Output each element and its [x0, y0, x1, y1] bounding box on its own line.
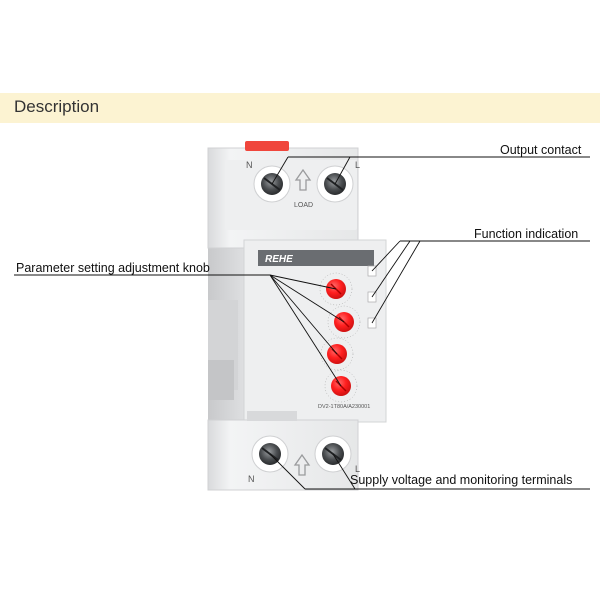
section-title: Description [14, 97, 100, 116]
terminal-top-right-label: L [355, 160, 360, 170]
terminal-bottom-left-label: N [248, 474, 255, 484]
arrow-up-icon-bottom [293, 453, 311, 476]
front-panel [243, 239, 387, 423]
load-label: LOAD [294, 202, 313, 209]
arrow-up-icon [294, 168, 312, 191]
callout-supply-terminals: Supply voltage and monitoring terminals [350, 473, 573, 487]
section-header: Description [0, 93, 600, 123]
model-label: DV2-1T80A/A230001 [318, 404, 370, 410]
callout-output-contact: Output contact [500, 143, 582, 157]
red-latch [245, 141, 289, 151]
brand-logo: REHE [265, 254, 293, 265]
callout-parameter-knob: Parameter setting adjustment knob [16, 261, 210, 275]
callout-function-indication: Function indication [474, 227, 579, 241]
terminal-bottom-right-label: L [355, 464, 360, 474]
terminal-top-left-label: N [246, 160, 253, 170]
leader-parameter-knob [14, 274, 345, 387]
leader-function-indication [371, 240, 590, 324]
leader-supply-terminals [269, 453, 590, 490]
leader-output-contact [271, 156, 590, 185]
